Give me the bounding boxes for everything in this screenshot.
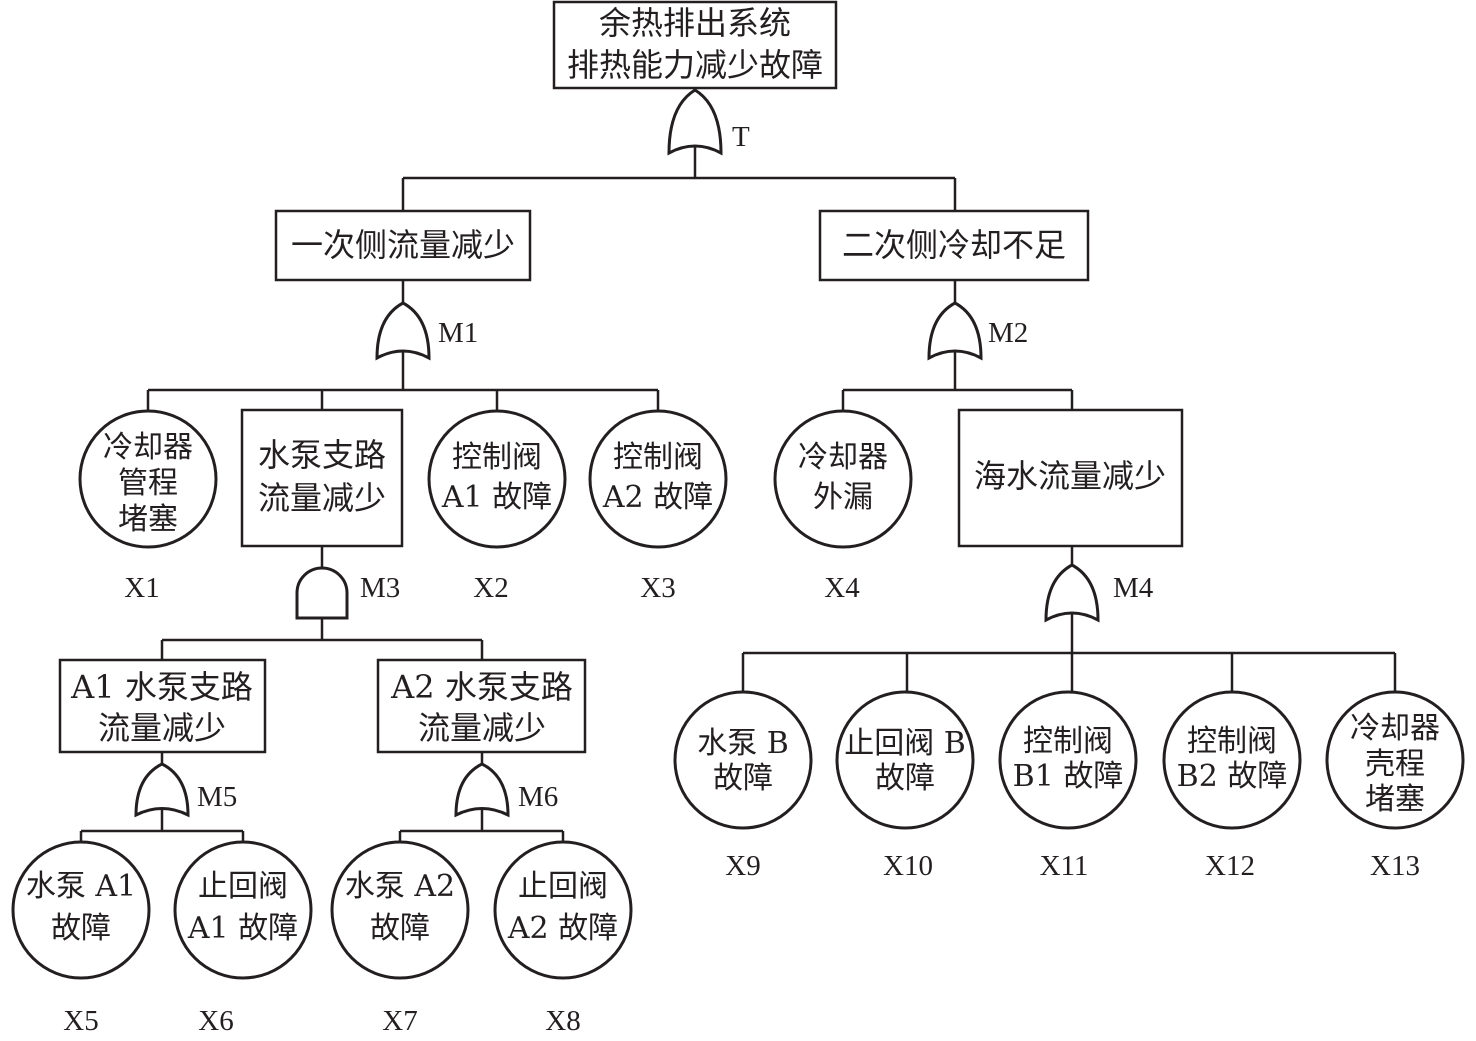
basic-event-x11-label: X11 [1040,850,1089,882]
or-gate-m5: M5 [134,762,237,818]
or-gate-m1: M1 [375,301,478,361]
event-text-m6-line-1: A2 水泵支路 [390,668,573,706]
basic-event-x12-line-2: B2 故障 [1177,759,1288,794]
basic-event-x1-line-2: 管程 [118,466,178,501]
basic-event-x2-label: X2 [473,572,508,604]
basic-event-x4: 冷却器 外漏 X4 [773,409,913,604]
basic-event-x3-line-1: 控制阀 [613,440,703,475]
basic-event-x10: 止回阀 B 故障 X10 [835,690,975,882]
basic-event-x3: 控制阀 A2 故障 X3 [588,409,728,604]
basic-event-x13-line-3: 堵塞 [1365,782,1425,817]
basic-event-x5-line-2: 故障 [51,911,111,946]
basic-event-x9-line-1: 水泵 B [697,726,789,761]
basic-event-x12-line-1: 控制阀 [1187,724,1277,759]
event-text-m6-line-2: 流量减少 [418,709,546,747]
event-box-m1: 一次侧流量减少 [274,209,532,282]
basic-event-x11-line-2: B1 故障 [1013,759,1124,794]
basic-event-x10-label: X10 [883,850,933,882]
top-event-line-1: 余热排出系统 [599,4,791,42]
basic-event-x2-line-2: A1 故障 [441,480,552,515]
basic-event-x13-label: X13 [1370,850,1420,882]
event-text-m2: 二次侧冷却不足 [842,226,1066,264]
event-box-m5: A1 水泵支路 流量减少 [58,658,267,754]
or-gate-t: T [667,88,750,156]
basic-event-x6-line-2: A1 故障 [187,911,298,946]
basic-event-x6: 止回阀 A1 故障 X6 [173,840,313,1037]
basic-event-x13-line-2: 壳程 [1365,747,1425,782]
gate-label-m4: M4 [1113,572,1154,604]
basic-event-x1-label: X1 [124,572,159,604]
gate-label-m1: M1 [438,317,478,349]
or-gate-m6: M6 [454,762,558,818]
basic-event-x9: 水泵 B 故障 X9 [673,690,813,882]
basic-event-x5-label: X5 [63,1005,98,1037]
basic-event-x12-label: X12 [1205,850,1255,882]
basic-event-x3-line-2: A2 故障 [602,480,713,515]
basic-event-x4-label: X4 [824,572,860,604]
basic-event-x6-line-1: 止回阀 [198,869,288,904]
gate-label-t: T [732,121,750,153]
top-event-line-2: 排热能力减少故障 [567,46,823,84]
event-box-m2: 二次侧冷却不足 [818,209,1090,282]
event-text-m5-line-1: A1 水泵支路 [70,668,253,706]
basic-event-x12: 控制阀 B2 故障 X12 [1162,690,1302,882]
basic-event-x13-line-1: 冷却器 [1350,711,1440,746]
basic-event-x8-line-2: A2 故障 [507,911,618,946]
gate-label-m5: M5 [197,781,237,813]
basic-event-x4-line-1: 冷却器 [798,440,888,475]
event-box-m4: 海水流量减少 [957,408,1184,548]
top-event-box: 余热排出系统 排热能力减少故障 [552,0,838,90]
basic-event-x9-label: X9 [725,850,760,882]
or-gate-m4: M4 [1044,563,1154,623]
basic-event-x1: 冷却器 管程 堵塞 X1 [78,409,218,604]
basic-event-x7-line-2: 故障 [370,911,430,946]
gate-label-m3: M3 [360,572,400,604]
basic-event-x6-label: X6 [198,1005,233,1037]
event-text-m4: 海水流量减少 [974,457,1166,495]
basic-event-x7: 水泵 A2 故障 X7 [330,840,470,1037]
basic-event-x9-line-2: 故障 [713,761,773,796]
basic-event-x1-line-1: 冷却器 [103,430,193,465]
event-box-m3: 水泵支路 流量减少 [240,408,404,548]
basic-event-x5: 水泵 A1 故障 X5 [11,840,151,1037]
gate-label-m6: M6 [518,781,558,813]
event-box-m6: A2 水泵支路 流量减少 [376,658,587,754]
basic-event-x8-line-1: 止回阀 [518,869,608,904]
basic-event-x1-line-3: 堵塞 [118,502,178,537]
basic-event-x7-label: X7 [382,1005,417,1037]
basic-event-x8-label: X8 [545,1005,580,1037]
basic-event-x2: 控制阀 A1 故障 X2 [427,409,567,604]
basic-event-x5-line-1: 水泵 A1 [26,869,136,904]
basic-event-x7-line-1: 水泵 A2 [345,869,455,904]
basic-event-x4-line-2: 外漏 [813,480,873,515]
basic-event-x8: 止回阀 A2 故障 X8 [493,840,633,1037]
or-gate-m2: M2 [927,301,1028,361]
basic-event-x11: 控制阀 B1 故障 X11 [998,690,1138,882]
event-text-m3-line-1: 水泵支路 [258,436,386,474]
event-text-m5-line-2: 流量减少 [98,709,226,747]
gate-label-m2: M2 [988,317,1028,349]
event-text-m3-line-2: 流量减少 [258,479,386,517]
basic-event-x3-label: X3 [640,572,675,604]
basic-event-x11-line-1: 控制阀 [1023,724,1113,759]
and-gate-m3: M3 [295,566,400,620]
basic-event-x2-line-1: 控制阀 [452,440,542,475]
basic-event-x10-line-1: 止回阀 B [844,726,966,761]
basic-event-x13: 冷却器 壳程 堵塞 X13 [1325,690,1465,882]
basic-event-x10-line-2: 故障 [875,761,935,796]
event-text-m1: 一次侧流量减少 [291,226,515,264]
